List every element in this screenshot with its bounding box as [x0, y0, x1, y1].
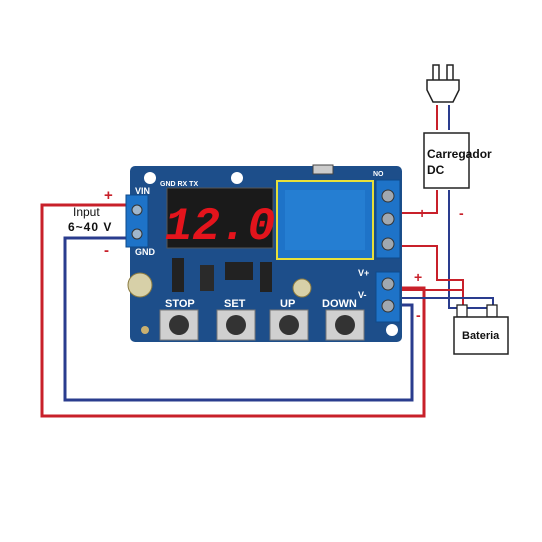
- vin-label: VIN: [135, 186, 150, 196]
- button-set[interactable]: [216, 309, 256, 341]
- charger-positive-wire: [400, 190, 438, 214]
- header-label: GND RX TX: [160, 181, 198, 188]
- input-range: 6~40 V: [68, 220, 113, 234]
- charger-label-line1: Carregador: [427, 147, 492, 161]
- stop-label: STOP: [165, 298, 195, 310]
- button-down[interactable]: [325, 309, 365, 341]
- set-label: SET: [224, 298, 246, 310]
- capacitor: [127, 272, 153, 298]
- wall-plug-icon: [426, 64, 460, 103]
- vminus-label: V-: [358, 290, 367, 300]
- gnd-label: GND: [135, 247, 156, 257]
- input-plus: +: [104, 187, 113, 204]
- button-up[interactable]: [269, 309, 309, 341]
- vplus-label: V+: [358, 268, 369, 278]
- battery-icon: [453, 304, 509, 355]
- charger-plus: +: [418, 205, 426, 221]
- display-value: 12.0: [165, 201, 275, 253]
- charger-minus: -: [459, 205, 464, 221]
- charger-box: [423, 132, 470, 189]
- down-label: DOWN: [322, 298, 357, 310]
- charger-negative-wire: [448, 190, 493, 309]
- battery-minus: -: [416, 307, 421, 323]
- positive-wire-loop: [40, 203, 426, 418]
- input-minus: -: [104, 242, 109, 259]
- battery-plus: +: [414, 269, 422, 285]
- button-stop[interactable]: [159, 309, 199, 341]
- controller-board: VIN GND GND RX TX V+ V- NO STOP SET UP D…: [125, 164, 402, 342]
- relay-output-wire: [400, 245, 464, 310]
- negative-wire-loop: [63, 236, 414, 402]
- charger-label-line2: DC: [427, 163, 445, 177]
- no-label: NO: [373, 171, 384, 178]
- battery-label: Bateria: [462, 330, 500, 342]
- led-display: [166, 187, 274, 249]
- input-label: Input: [73, 205, 100, 219]
- up-label: UP: [280, 298, 295, 310]
